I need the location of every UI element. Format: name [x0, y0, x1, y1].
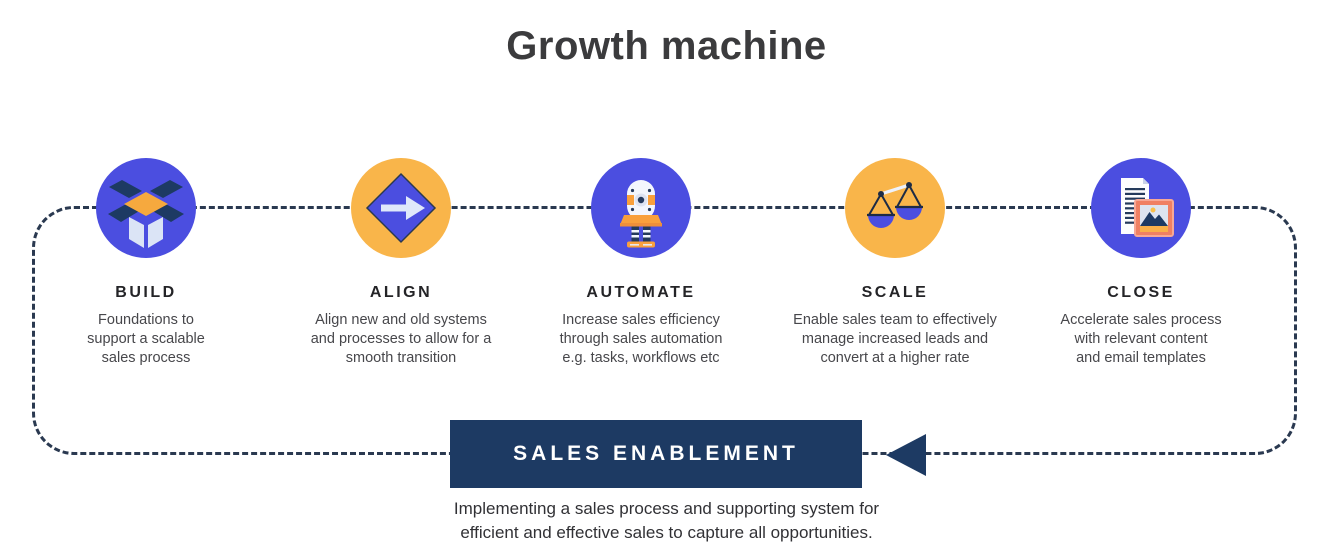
stage-label-close: CLOSE: [1107, 284, 1175, 301]
stage-label-build: BUILD: [115, 284, 177, 301]
stage-scale: SCALE Enable sales team to effectively m…: [775, 158, 1015, 368]
stage-description-align: Align new and old systems and processes …: [310, 312, 492, 367]
stage-label-automate: AUTOMATE: [586, 284, 696, 301]
sales-enablement-banner-label: SALES ENABLEMENT: [513, 442, 799, 465]
stage-build: BUILD Foundations to support a scalable …: [26, 158, 266, 368]
stage-close: CLOSE Accelerate sales process with rele…: [1021, 158, 1261, 368]
stage-description-close: Accelerate sales process with relevant c…: [1060, 312, 1222, 367]
diamond-arrow-right-icon: [351, 158, 451, 258]
document-and-image-icon: [1091, 158, 1191, 258]
stage-automate: AUTOMATE Increase sales efficiency throu…: [521, 158, 761, 368]
page-title: Growth machine: [506, 24, 827, 68]
stage-label-scale: SCALE: [861, 284, 929, 301]
diagram-caption: Implementing a sales process and support…: [453, 499, 880, 543]
stage-description-build: Foundations to support a scalable sales …: [87, 312, 205, 367]
stage-description-scale: Enable sales team to effectively manage …: [793, 312, 997, 367]
stage-label-align: ALIGN: [369, 284, 433, 301]
balance-scale-icon: [845, 158, 945, 258]
sales-enablement-banner: SALES ENABLEMENT: [450, 420, 862, 488]
left-arrowhead-icon: [886, 434, 926, 476]
stage-align: ALIGN Align new and old systems and proc…: [281, 158, 521, 368]
open-box-icon: [96, 158, 196, 258]
robot-icon: [591, 158, 691, 258]
stage-description-automate: Increase sales efficiency through sales …: [559, 312, 723, 367]
